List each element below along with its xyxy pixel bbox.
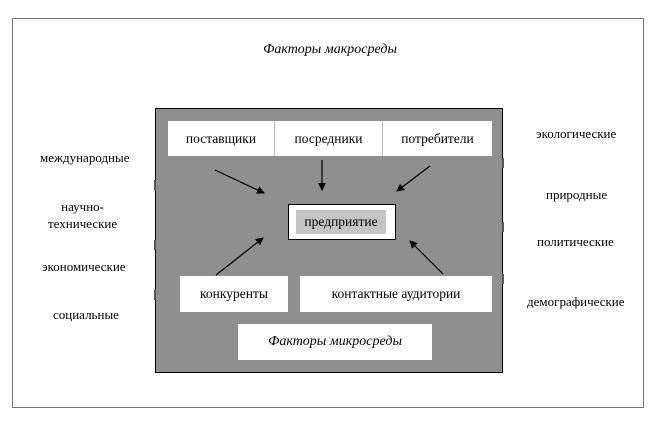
edge-tick [502,274,504,284]
box-separator [274,121,275,156]
box-separator [382,121,383,156]
edge-tick [502,158,504,168]
diagram-frame [12,18,644,408]
factor-ecological: экологические [536,126,617,141]
box-suppliers: поставщики [168,121,274,156]
enterprise-label: предприятие [296,210,386,234]
factor-political: политические [537,234,614,249]
arrow-consumers-to-enterprise [396,165,431,192]
factor-social: социальные [53,307,119,322]
factor-demographic: демографические [527,294,625,309]
enterprise-box: предприятие [288,204,396,240]
box-competitors: конкуренты [180,276,288,312]
arrow-competitors-to-enterprise [215,237,264,276]
factor-economic: экономические [42,259,126,274]
factor-natural: природные [546,187,608,202]
factor-international: международные [40,150,130,165]
edge-tick [502,222,504,232]
micro-factors-title: Факторы микросреды [238,324,432,360]
box-contact-audiences: контактные аудитории [300,276,492,312]
box-intermediaries: посредники [275,121,382,156]
factor-scientific-technical: научно- технические [48,199,118,231]
macro-factors-title: Факторы макросреды [263,42,397,57]
arrow-audiences-to-enterprise [409,240,444,275]
box-consumers: потребители [383,121,492,156]
arrow-suppliers-to-enterprise [214,169,265,194]
edge-tick [154,180,156,190]
edge-tick [154,290,156,300]
edge-tick [154,240,156,250]
